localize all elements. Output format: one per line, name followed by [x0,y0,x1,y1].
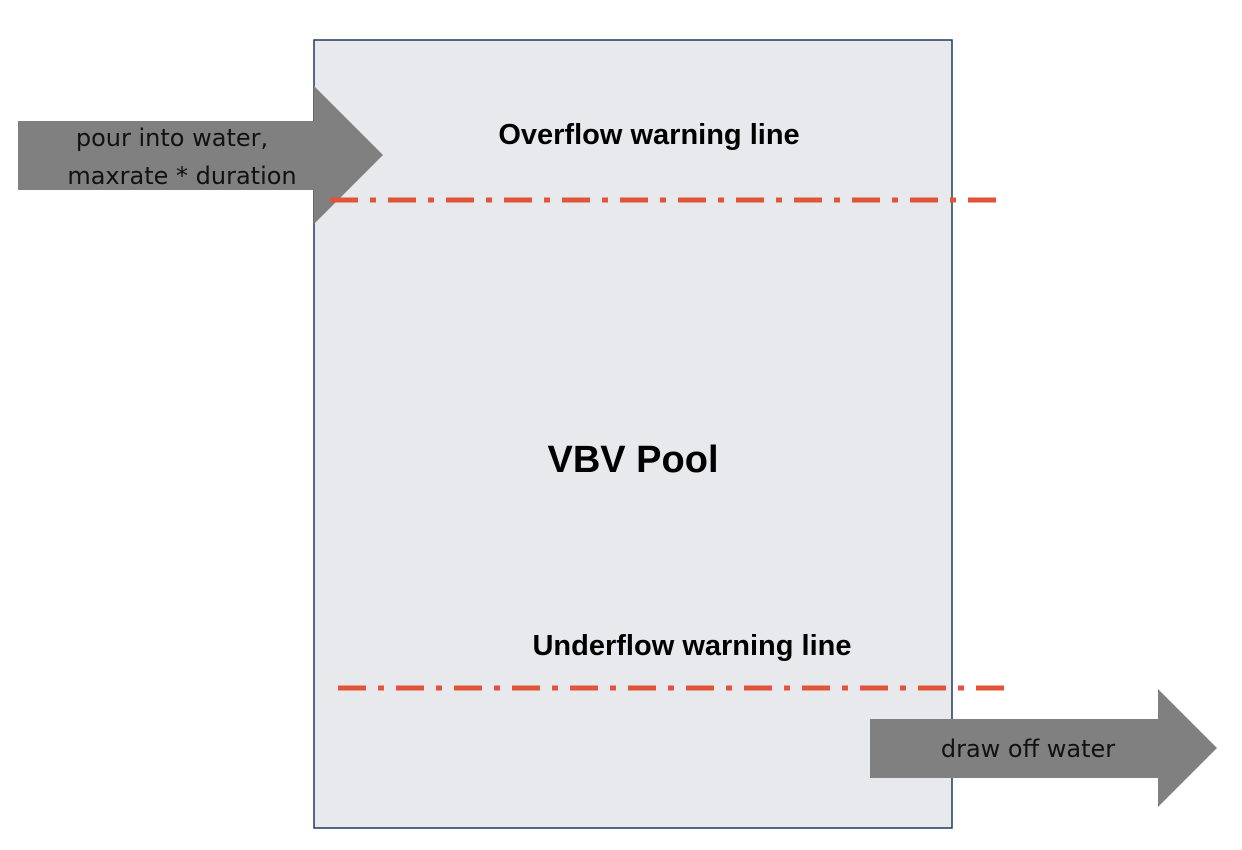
underflow-warning-label: Underflow warning line [532,630,851,662]
overflow-warning-label: Overflow warning line [498,119,799,151]
pool-title: VBV Pool [547,439,718,481]
inflow-arrow [18,86,383,224]
vbv-pool-container [313,39,953,829]
outflow-arrow [870,689,1217,807]
outflow-label: draw off water [941,735,1115,763]
inflow-label-line1: pour into water, [76,124,268,152]
inflow-label-line2: maxrate * duration [67,162,296,190]
